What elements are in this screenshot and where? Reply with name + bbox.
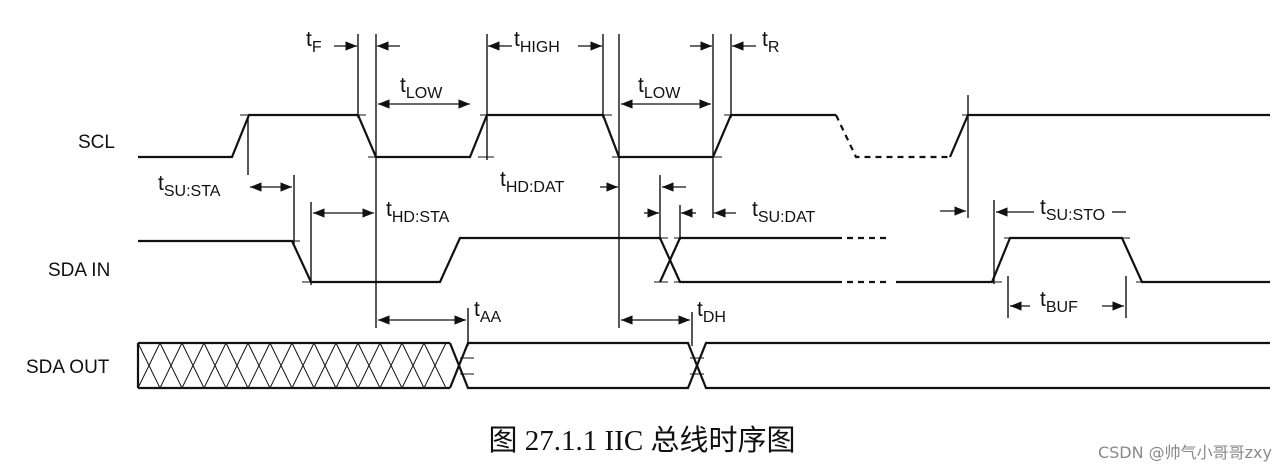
scl-label: SCL (78, 132, 115, 153)
tdh-label: tDH (697, 298, 726, 326)
tbuf-label: tBUF (1040, 288, 1078, 316)
tlow1-label: tLOW (400, 74, 443, 102)
watermark: CSDN @帅气小哥哥zxy (1098, 443, 1272, 462)
sda-out-label: SDA OUT (26, 357, 110, 378)
timing-arrows (250, 41, 1126, 325)
figure-caption: 图 27.1.1 IIC 总线时序图 (489, 424, 796, 457)
taa-label: tAA (474, 298, 502, 326)
tsusta-label: tSU:STA (158, 172, 221, 200)
thddat-label: tHD:DAT (500, 168, 564, 196)
thdsta-label: tHD:STA (386, 198, 450, 226)
tr-label: tR (762, 28, 779, 56)
tlow2-label: tLOW (638, 74, 681, 102)
sda-out-waveform (136, 341, 1270, 390)
thigh-label: tHIGH (514, 28, 560, 56)
sda-in-waveform (138, 236, 1270, 284)
sda-in-label: SDA IN (48, 260, 110, 281)
tsusto-label: tSU:STO (1040, 196, 1105, 224)
scl-waveform (138, 113, 1270, 159)
guide-lines (247, 34, 1127, 346)
tf-label: tF (306, 28, 322, 56)
tsudat-label: tSU:DAT (752, 198, 816, 226)
